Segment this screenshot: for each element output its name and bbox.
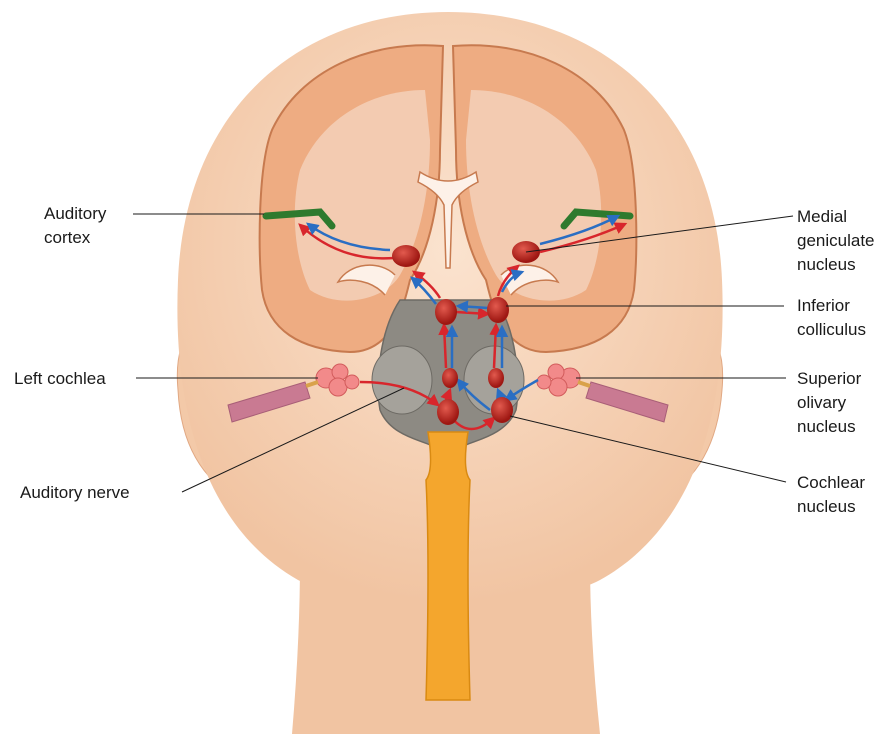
label-auditory-cortex: Auditory cortex: [44, 204, 111, 247]
label-line: nucleus: [797, 417, 856, 436]
right-cochlear-nucleus: [491, 397, 513, 423]
left-cerebellar-peduncle: [372, 346, 432, 414]
right-inferior-colliculus: [487, 297, 509, 323]
label-line: nucleus: [797, 497, 856, 516]
label-cochlear-nucleus: Cochlear nucleus: [797, 473, 870, 516]
label-line: Superior: [797, 369, 862, 388]
label-line: Inferior: [797, 296, 850, 315]
label-line: Cochlear: [797, 473, 865, 492]
label-superior-olivary: Superior olivary nucleus: [797, 369, 866, 436]
label-line: nucleus: [797, 255, 856, 274]
left-superior-olivary-nucleus: [442, 368, 458, 388]
right-superior-olivary-nucleus: [488, 368, 504, 388]
left-medial-geniculate-nucleus: [392, 245, 420, 267]
label-inferior-colliculus: Inferior colliculus: [797, 296, 866, 339]
label-line: colliculus: [797, 320, 866, 339]
label-left-cochlea: Left cochlea: [14, 369, 106, 388]
label-line: geniculate: [797, 231, 875, 250]
label-line: olivary: [797, 393, 847, 412]
label-medial-geniculate: Medial geniculate nucleus: [797, 207, 879, 274]
left-inferior-colliculus: [435, 299, 457, 325]
label-line: cortex: [44, 228, 91, 247]
label-auditory-nerve: Auditory nerve: [20, 483, 130, 502]
spinal-cord: [426, 432, 470, 700]
label-line: Medial: [797, 207, 847, 226]
left-cochlear-nucleus: [437, 399, 459, 425]
label-line: Auditory: [44, 204, 107, 223]
